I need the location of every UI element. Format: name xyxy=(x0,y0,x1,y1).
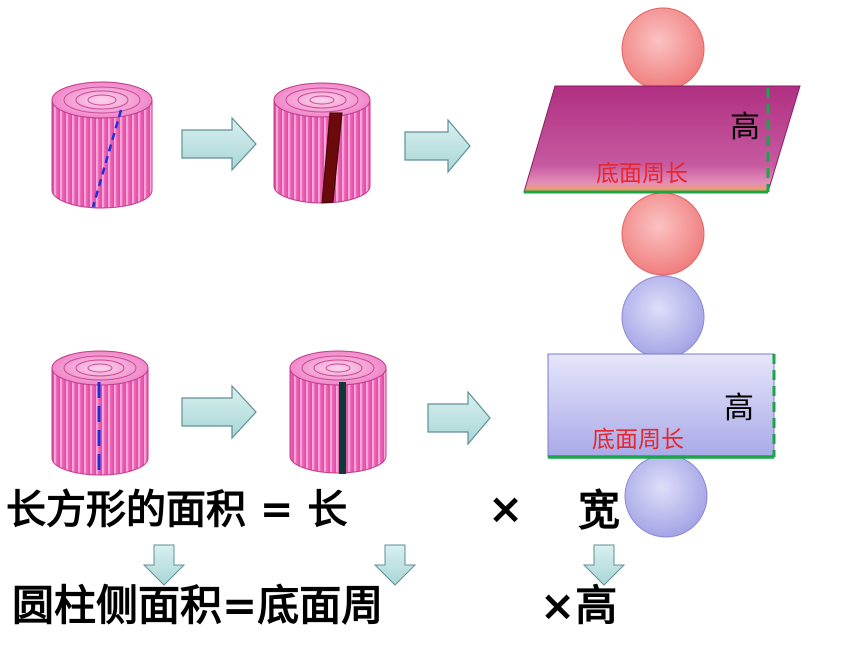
perimeter-label: 底面周长 xyxy=(596,161,688,187)
arrow-right-icon xyxy=(181,116,257,172)
arrow-down-icon xyxy=(142,544,186,586)
arrow-right-icon xyxy=(404,118,471,174)
perimeter-label: 底面周长 xyxy=(592,427,684,453)
base-circle-bottom xyxy=(624,454,708,538)
rectangle-area-formula-right: 宽 xyxy=(578,486,621,535)
diagonal-cut-line xyxy=(91,109,123,208)
cylinder-row1 xyxy=(51,81,153,209)
cut-cylinder-row1 xyxy=(273,82,371,204)
cylinder-lateral-area-formula-right: ×高 xyxy=(540,581,618,630)
base-circle-top xyxy=(621,275,705,359)
base-circle-top xyxy=(621,7,705,91)
height-label: 高 xyxy=(730,110,760,145)
arrow-right-icon xyxy=(427,390,491,446)
base-circle-bottom xyxy=(621,192,705,276)
arrow-right-icon xyxy=(181,384,257,440)
height-label: 高 xyxy=(724,391,754,426)
times-sign: × xyxy=(488,484,524,533)
arrow-down-icon xyxy=(582,544,626,586)
rectangle-area-formula-left: 长方形的面积 = 长 xyxy=(6,487,348,533)
cut-cylinder-row2 xyxy=(289,350,387,474)
cylinder-lateral-area-formula-left: 圆柱侧面积=底面周 xyxy=(12,581,384,630)
rectangle-unrolled xyxy=(547,353,775,458)
arrow-down-icon xyxy=(373,544,417,586)
